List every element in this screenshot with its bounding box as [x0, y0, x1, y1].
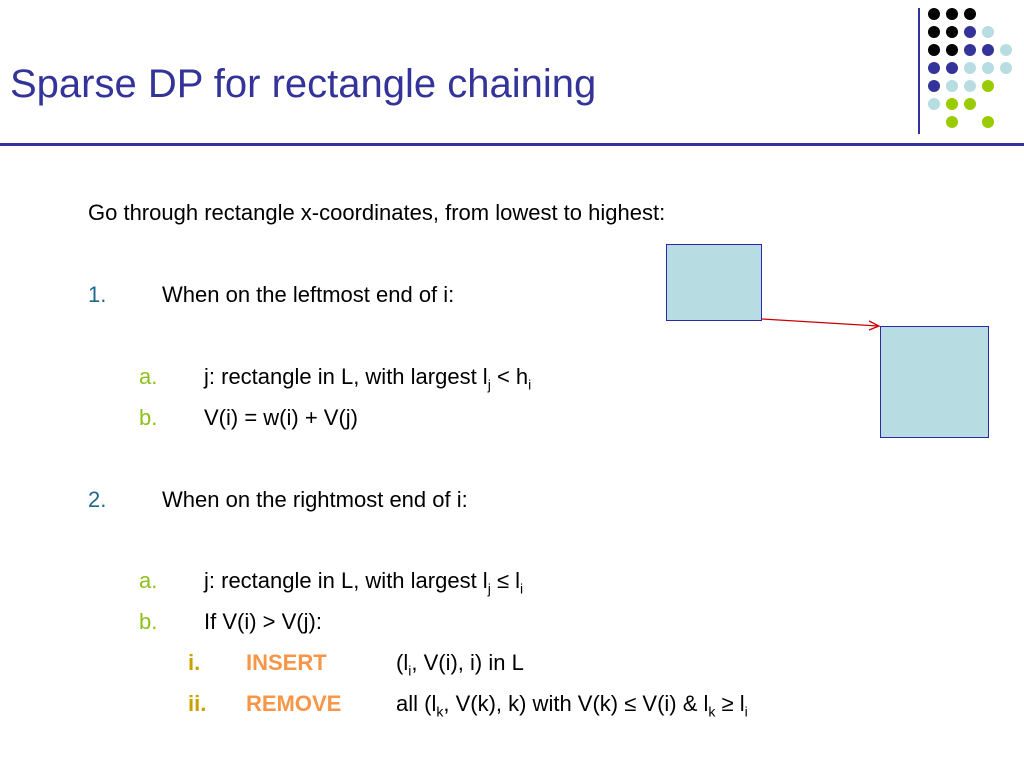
rectangle-i: [666, 244, 762, 321]
decorative-dot: [964, 98, 976, 110]
rectangle-j: [880, 326, 989, 438]
decorative-dot: [964, 80, 976, 92]
step-1a-prefix: j: rectangle in L, with largest l: [204, 364, 488, 389]
decorative-dot: [928, 62, 940, 74]
step-2a-text: j: rectangle in L, with largest lj ≤ li: [204, 568, 524, 597]
step-1-text: When on the leftmost end of i:: [162, 282, 455, 307]
decorative-dot: [928, 98, 940, 110]
insert-text-part1: (l: [396, 650, 409, 675]
decorative-dot: [928, 44, 940, 56]
decorative-dot: [982, 44, 994, 56]
remove-text-part1: all (l: [396, 691, 437, 716]
step-2b-ii-marker: ii.: [188, 691, 207, 716]
step-2a-middle: ≤ l: [490, 568, 521, 593]
step-2a-prefix: j: rectangle in L, with largest l: [204, 568, 488, 593]
step-1a-text: j: rectangle in L, with largest lj < hi: [204, 364, 532, 393]
decorative-dot-grid: [926, 6, 1022, 136]
decorative-dot: [982, 62, 994, 74]
step-1a-marker: a.: [139, 364, 158, 389]
step-1a-sub-i: i: [528, 376, 532, 393]
intro-text: Go through rectangle x-coordinates, from…: [88, 200, 666, 225]
decorative-dot: [964, 62, 976, 74]
decorative-dot: [946, 98, 958, 110]
title-accent-bar: [918, 8, 920, 134]
decorative-dot: [1000, 44, 1012, 56]
remove-sub-i: i: [744, 703, 748, 720]
insert-text-part2: , V(i), i) in L: [411, 650, 524, 675]
step-1-marker: 1.: [88, 282, 107, 307]
insert-keyword: INSERT: [246, 650, 327, 675]
step-2b-marker: b.: [139, 609, 158, 634]
decorative-dot: [946, 80, 958, 92]
step-1b-text: V(i) = w(i) + V(j): [204, 405, 358, 430]
step-2a-sub-j: j: [487, 580, 491, 597]
step-2a-marker: a.: [139, 568, 158, 593]
step-2b-i-marker: i.: [188, 650, 201, 675]
remove-sub-k2: k: [708, 703, 716, 720]
remove-text-part3: ≥ l: [715, 691, 745, 716]
decorative-dot: [928, 26, 940, 38]
decorative-dot: [982, 26, 994, 38]
decorative-dot: [964, 44, 976, 56]
step-2a-sub-i: i: [520, 580, 524, 597]
step-2b-text: If V(i) > V(j):: [204, 609, 322, 634]
step-2-text: When on the rightmost end of i:: [162, 487, 468, 512]
decorative-dot: [982, 80, 994, 92]
remove-text-part2: , V(k), k) with V(k) ≤ V(i) & l: [443, 691, 709, 716]
remove-keyword: REMOVE: [246, 691, 342, 716]
title-divider: [0, 143, 1024, 146]
remove-sub-k1: k: [436, 703, 444, 720]
decorative-dot: [964, 8, 976, 20]
decorative-dot: [946, 8, 958, 20]
decorative-dot: [964, 26, 976, 38]
decorative-dot: [982, 116, 994, 128]
decorative-dot: [946, 26, 958, 38]
decorative-dot: [928, 80, 940, 92]
step-1a-sub-j: j: [487, 376, 491, 393]
step-1b-marker: b.: [139, 405, 158, 430]
decorative-dot: [1000, 62, 1012, 74]
decorative-dot: [946, 44, 958, 56]
step-2-marker: 2.: [88, 487, 107, 512]
insert-sub-i: i: [408, 662, 412, 679]
decorative-dot: [946, 116, 958, 128]
decorative-dot: [928, 8, 940, 20]
decorative-dot: [946, 62, 958, 74]
step-1a-middle: < h: [490, 364, 529, 389]
insert-text: (li, V(i), i) in L: [396, 650, 524, 679]
slide-title: Sparse DP for rectangle chaining: [10, 62, 597, 106]
remove-text: all (lk, V(k), k) with V(k) ≤ V(i) & lk …: [396, 691, 748, 720]
